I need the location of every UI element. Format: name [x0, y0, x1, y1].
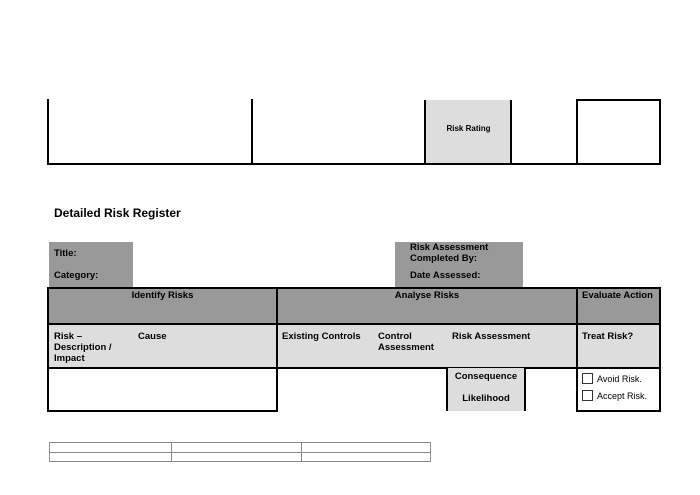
divider [510, 100, 512, 165]
checkbox[interactable] [582, 373, 593, 384]
top-right-box[interactable] [576, 99, 661, 165]
column-existing-controls: Existing Controls [282, 331, 361, 342]
title-category-box[interactable] [49, 242, 133, 288]
divider [47, 163, 661, 165]
section-header-row [48, 288, 660, 324]
date-assessed-label: Date Assessed: [410, 270, 481, 281]
risk-rating-label: Risk Rating [446, 124, 491, 133]
completed-by-label: Risk Assessment Completed By: [410, 242, 489, 264]
column-header-row [48, 324, 660, 368]
divider [47, 99, 49, 165]
divider [576, 287, 578, 369]
column-treat-risk: Treat Risk? [582, 331, 634, 342]
divider [47, 323, 661, 325]
divider [49, 452, 431, 453]
accept-risk-option[interactable]: Accept Risk. [582, 390, 647, 401]
risk-rating-cell [426, 100, 511, 164]
evaluate-options-cell [576, 367, 661, 412]
likelihood-label: Likelihood [462, 393, 510, 404]
divider [424, 100, 426, 165]
consequence-label: Consequence [454, 371, 518, 382]
title-label: Title: [54, 248, 77, 259]
column-risk-assessment: Risk Assessment [452, 331, 531, 342]
assessment-info-box[interactable] [395, 242, 523, 288]
divider [276, 287, 278, 369]
category-label: Category: [54, 270, 99, 281]
avoid-risk-label: Avoid Risk. [597, 374, 642, 384]
checkbox[interactable] [582, 390, 593, 401]
main-table-frame [47, 287, 661, 369]
column-control-assessment: Control Assessment [378, 331, 434, 353]
divider [251, 99, 253, 165]
divider [524, 368, 526, 411]
rating-cell [447, 368, 525, 411]
avoid-risk-option[interactable]: Avoid Risk. [582, 373, 642, 384]
column-cause: Cause [138, 331, 167, 342]
divider [171, 442, 172, 462]
column-risk-description: Risk – Description / Impact [54, 331, 112, 364]
divider [446, 368, 448, 411]
divider [301, 442, 302, 462]
risk-entry-cell[interactable] [47, 367, 278, 412]
section-identify-risks: Identify Risks [131, 290, 194, 301]
section-evaluate-action: Evaluate Action [582, 290, 653, 301]
section-analyse-risks: Analyse Risks [394, 290, 460, 301]
register-heading: Detailed Risk Register [54, 206, 181, 220]
accept-risk-label: Accept Risk. [597, 391, 648, 401]
